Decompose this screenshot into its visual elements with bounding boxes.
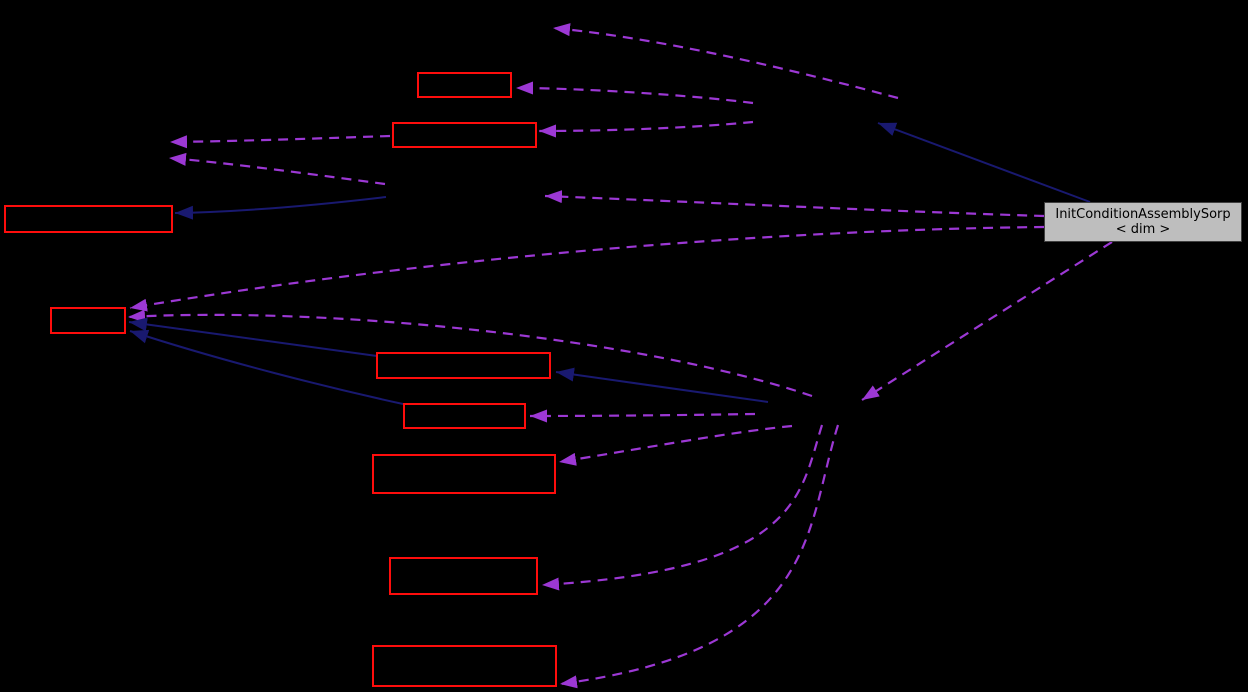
main-class-node: InitConditionAssemblySorp < dim >	[1044, 202, 1242, 242]
inheritance-edge	[174, 196, 387, 220]
inheritance-edge	[128, 317, 378, 357]
usage-edge	[558, 424, 793, 466]
inheritance-edge	[555, 367, 769, 403]
usage-edge	[129, 225, 1045, 312]
class-node-left-wide[interactable]	[4, 205, 173, 233]
usage-edge	[169, 134, 391, 149]
usage-edge	[559, 424, 840, 689]
usage-edge	[538, 120, 754, 138]
usage-edge	[515, 81, 754, 105]
main-class-template-param: < dim >	[1115, 222, 1171, 237]
class-node-upper[interactable]	[392, 122, 537, 148]
class-node-lower-2[interactable]	[372, 645, 557, 687]
usage-edge	[529, 409, 756, 423]
usage-edge	[552, 23, 899, 100]
usage-edge	[168, 152, 386, 186]
usage-edge	[861, 241, 1113, 401]
class-node-mid-1[interactable]	[376, 352, 551, 379]
inheritance-edge	[129, 329, 404, 405]
class-node-lower-1[interactable]	[389, 557, 538, 595]
main-class-name: InitConditionAssemblySorp	[1055, 207, 1231, 222]
class-node-mid-3[interactable]	[372, 454, 556, 494]
class-node-left-small[interactable]	[50, 307, 126, 334]
edge-group	[127, 23, 1113, 689]
usage-edge	[544, 190, 1045, 218]
usage-edge	[127, 309, 813, 398]
class-node-top[interactable]	[417, 72, 512, 98]
inheritance-edge	[877, 122, 1091, 203]
class-node-mid-2[interactable]	[403, 403, 526, 429]
usage-edge	[541, 424, 824, 591]
